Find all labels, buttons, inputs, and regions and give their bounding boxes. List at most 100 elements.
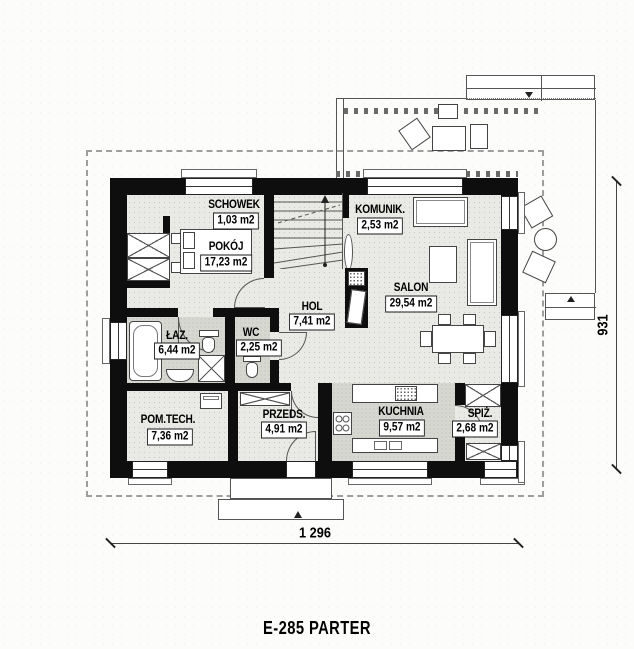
dining-chair-2 bbox=[463, 314, 476, 325]
window-pantry-corner bbox=[484, 461, 517, 478]
dining-table bbox=[432, 325, 484, 353]
porch-step bbox=[218, 499, 344, 520]
area-badge-wc: 2,25 m2 bbox=[236, 339, 282, 357]
window-tech-sill bbox=[128, 478, 172, 485]
coffee-table bbox=[429, 246, 457, 283]
kitchen-hob bbox=[333, 412, 352, 435]
pantry-shelf-top bbox=[465, 384, 501, 407]
room-label-laz: ŁAZ. bbox=[166, 330, 188, 342]
steps-arrow-icon bbox=[525, 92, 533, 98]
terrace-grill bbox=[438, 104, 458, 119]
stairs-balustrade bbox=[344, 234, 353, 270]
toilet-bath-bowl bbox=[202, 337, 215, 353]
kitchen-counter bbox=[352, 438, 438, 453]
staircase bbox=[274, 193, 343, 269]
room-label-salon: SALON bbox=[393, 282, 429, 294]
room-label-pokoj: POKÓJ bbox=[208, 241, 244, 253]
room-label-kuchnia: KUCHNIA bbox=[378, 406, 424, 418]
window-salon-right-b bbox=[501, 315, 518, 383]
window-corner-right-sill bbox=[518, 441, 525, 483]
dining-chair-4 bbox=[463, 353, 476, 364]
porch-arrow-icon bbox=[294, 511, 302, 518]
wall-bedroom-hall bbox=[264, 195, 274, 278]
garden-table-round bbox=[534, 228, 557, 251]
dining-chair-3 bbox=[438, 353, 451, 364]
wall-bath-top-b bbox=[213, 308, 278, 317]
wall-bath-bottom bbox=[127, 383, 291, 391]
room-label-pomtech: POM.TECH. bbox=[140, 414, 196, 426]
window-salon-right-b-sill bbox=[518, 311, 525, 387]
area-badge-spiz: 2,68 m2 bbox=[452, 420, 498, 438]
terrace-left-edge bbox=[336, 98, 344, 178]
wall-pantry-bottom bbox=[455, 433, 465, 461]
dimension-line-width bbox=[110, 543, 518, 544]
window-salon-right-a-sill bbox=[518, 192, 525, 234]
area-badge-laz: 6,44 m2 bbox=[154, 342, 200, 360]
sofa-right bbox=[467, 239, 497, 306]
room-label-schowek: SCHOWEK bbox=[208, 199, 260, 211]
area-badge-przeds: 4,91 m2 bbox=[261, 421, 307, 439]
kitchen-sink bbox=[395, 386, 417, 401]
sofa-top bbox=[413, 197, 468, 227]
dining-chair-5 bbox=[420, 331, 432, 347]
wall-bath-wc bbox=[225, 317, 235, 383]
wardrobe-lower bbox=[127, 258, 170, 281]
area-badge-komunik: 2,53 m2 bbox=[357, 217, 403, 235]
area-badge-pokoj: 17,23 m2 bbox=[200, 254, 252, 272]
fireplace-hearth bbox=[348, 271, 365, 286]
pillow-bottom bbox=[183, 252, 195, 269]
window-bathroom bbox=[110, 322, 127, 360]
area-badge-hol: 7,41 m2 bbox=[289, 313, 335, 331]
porch-slab bbox=[230, 478, 332, 499]
terrace-table bbox=[432, 126, 466, 151]
wall-stairs-stub bbox=[343, 195, 349, 218]
area-badge-pomtech: 7,36 m2 bbox=[147, 428, 193, 446]
pantry-shelf-bottom bbox=[466, 443, 501, 460]
area-badge-kuchnia: 9,57 m2 bbox=[379, 419, 425, 437]
window-salon-top-sill bbox=[363, 169, 467, 178]
window-corner-right bbox=[501, 445, 518, 461]
page-title: E-285 PARTER bbox=[263, 618, 371, 638]
kitchen-counter-sink-b bbox=[389, 441, 402, 450]
wall-pantry-top bbox=[455, 383, 465, 405]
toilet-bath-tank bbox=[199, 330, 219, 337]
window-tech bbox=[132, 461, 168, 478]
window-bedroom-sill bbox=[181, 169, 257, 178]
window-salon-top bbox=[367, 178, 463, 195]
dimension-width: 1 296 bbox=[299, 524, 331, 542]
terrace-top-edge bbox=[336, 98, 466, 99]
wall-bath-top-a bbox=[127, 308, 178, 317]
dining-chair-1 bbox=[438, 314, 451, 325]
terrace-chair-left bbox=[398, 117, 431, 151]
window-kitchen bbox=[352, 461, 428, 478]
room-label-hol: HOL bbox=[301, 301, 323, 313]
furnace-inner bbox=[203, 396, 219, 400]
dining-chair-6 bbox=[484, 331, 496, 347]
wall-vestibule-kitchen bbox=[318, 383, 332, 461]
steps-side bbox=[545, 293, 596, 320]
toilet-wc-tank bbox=[243, 356, 261, 362]
kitchen-counter-sink-a bbox=[374, 441, 387, 450]
room-label-komunik: KOMUNIK. bbox=[355, 204, 405, 216]
toilet-wc-bowl bbox=[246, 362, 258, 378]
vestibule-wardrobe bbox=[240, 392, 290, 406]
room-label-spiz: SPIŻ. bbox=[467, 408, 493, 420]
dimension-line-depth bbox=[616, 182, 617, 470]
wall-wardrobe-bottom bbox=[127, 281, 170, 288]
terrace-chair-right bbox=[470, 124, 488, 149]
furnace bbox=[200, 393, 222, 409]
steps-side-arrow-icon bbox=[567, 296, 575, 302]
window-kitchen-sill bbox=[348, 478, 432, 485]
front-door-opening bbox=[286, 461, 316, 478]
room-label-przeds: PRZEDS. bbox=[262, 409, 306, 421]
shower bbox=[198, 355, 225, 382]
room-label-wc: WC bbox=[242, 327, 260, 339]
pillow-top bbox=[183, 232, 195, 249]
dimension-depth: 931 bbox=[594, 314, 612, 336]
window-bedroom bbox=[185, 178, 253, 195]
wardrobe-upper bbox=[127, 233, 170, 258]
window-bathroom-sill bbox=[102, 318, 110, 364]
area-badge-schowek: 1,03 m2 bbox=[213, 212, 259, 230]
wall-wc-hall-top bbox=[270, 308, 279, 332]
